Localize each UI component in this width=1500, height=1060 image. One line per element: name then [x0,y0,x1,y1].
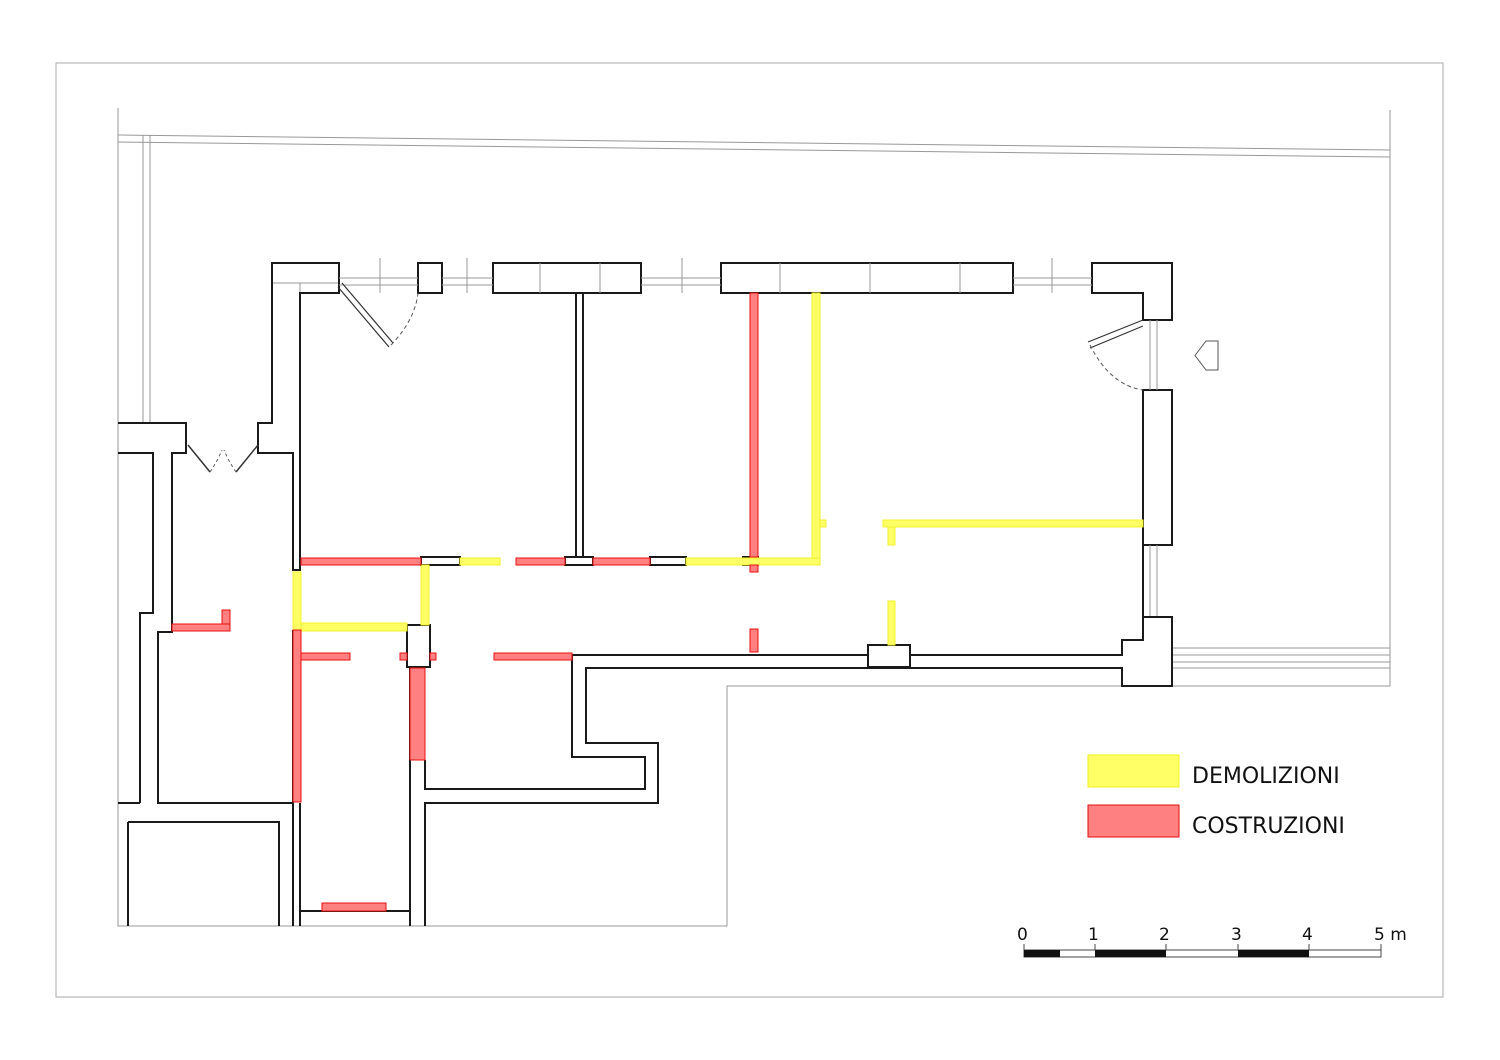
entrance-arrow-icon [1194,340,1219,371]
legend-label: DEMOLIZIONI [1192,764,1340,789]
constructions [171,292,759,912]
legend-item-costruzioni: COSTRUZIONI [1087,804,1345,839]
scale-tick: 3 [1231,925,1242,945]
doors [187,282,1144,473]
legend: DEMOLIZIONI COSTRUZIONI [1087,754,1345,839]
existing-walls [118,258,1173,926]
demolitions [292,292,1144,646]
sheet-frame [55,62,1444,998]
legend-swatch-yellow [1087,754,1180,788]
legend-item-demolizioni: DEMOLIZIONI [1087,754,1340,789]
scale-tick: 2 [1159,925,1170,945]
scale-tick: 1 [1088,925,1099,945]
site-lines [117,108,1391,927]
legend-swatch-red [1087,804,1180,838]
scale-tick: 4 [1302,925,1313,945]
scale-bar: 0 1 2 3 4 5 m [1017,925,1407,958]
legend-label: COSTRUZIONI [1192,814,1345,839]
scale-tick: 5 m [1374,925,1407,945]
scale-tick: 0 [1017,925,1028,945]
